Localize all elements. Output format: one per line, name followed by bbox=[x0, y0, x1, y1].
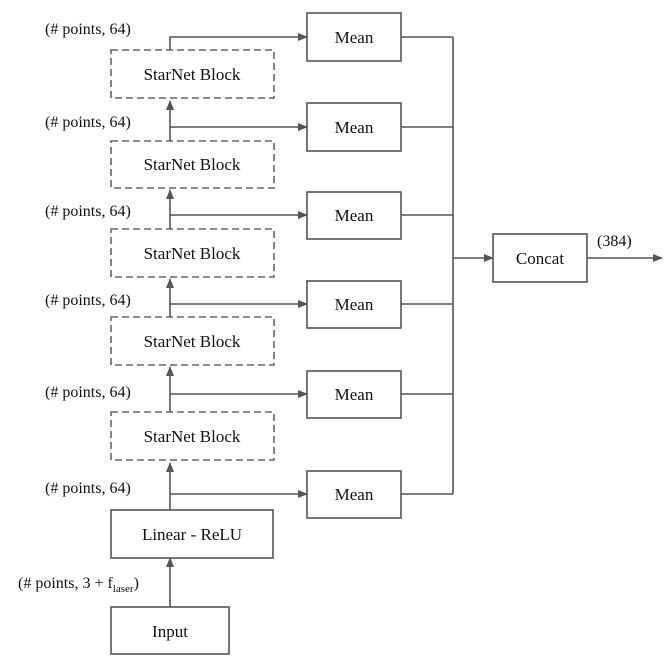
starnet-block-3 bbox=[110, 228, 275, 278]
shape-label-5: (# points, 64) bbox=[45, 384, 131, 401]
mean-box-1 bbox=[306, 12, 402, 62]
mean-box-6 bbox=[306, 470, 402, 519]
input-shape-prefix: (# points, 3 + f bbox=[18, 575, 113, 592]
mean-box-3 bbox=[306, 191, 402, 240]
input-box bbox=[110, 606, 230, 655]
input-shape-subscript: laser bbox=[113, 583, 134, 595]
starnet-block-4 bbox=[110, 316, 275, 366]
starnet-block-4-label: StarNet Block bbox=[144, 332, 241, 351]
input-label: Input bbox=[152, 622, 188, 641]
mean-label-5: Mean bbox=[335, 385, 374, 404]
linear-relu-label: Linear - ReLU bbox=[142, 525, 242, 544]
concat-label: Concat bbox=[516, 249, 564, 268]
starnet-block-2-label: StarNet Block bbox=[144, 155, 241, 174]
starnet-block-5 bbox=[110, 411, 275, 461]
shape-label-6: (# points, 64) bbox=[45, 480, 131, 497]
mean-box-4 bbox=[306, 280, 402, 329]
starnet-block-5-label: StarNet Block bbox=[144, 427, 241, 446]
output-shape-label: (384) bbox=[597, 233, 632, 250]
mean-label-3: Mean bbox=[335, 206, 374, 225]
starnet-block-3-label: StarNet Block bbox=[144, 244, 241, 263]
mean-label-4: Mean bbox=[335, 295, 374, 314]
mean-label-1: Mean bbox=[335, 28, 374, 47]
concat-box bbox=[492, 233, 588, 283]
input-shape-suffix: ) bbox=[134, 575, 139, 592]
shape-label-2: (# points, 64) bbox=[45, 114, 131, 131]
arrow-branch-to-mean-1 bbox=[169, 33, 308, 50]
input-shape-label: (# points, 3 + flaser) bbox=[18, 575, 139, 595]
linear-relu-box bbox=[110, 509, 274, 559]
shape-label-4: (# points, 64) bbox=[45, 292, 131, 309]
shape-label-1: (# points, 64) bbox=[45, 21, 131, 38]
mean-box-2 bbox=[306, 102, 402, 152]
mean-label-6: Mean bbox=[335, 485, 374, 504]
shape-label-3: (# points, 64) bbox=[45, 203, 131, 220]
starnet-block-2 bbox=[110, 140, 275, 189]
starnet-block-1 bbox=[110, 49, 275, 99]
starnet-block-1-label: StarNet Block bbox=[144, 65, 241, 84]
mean-label-2: Mean bbox=[335, 118, 374, 137]
mean-box-5 bbox=[306, 370, 402, 419]
